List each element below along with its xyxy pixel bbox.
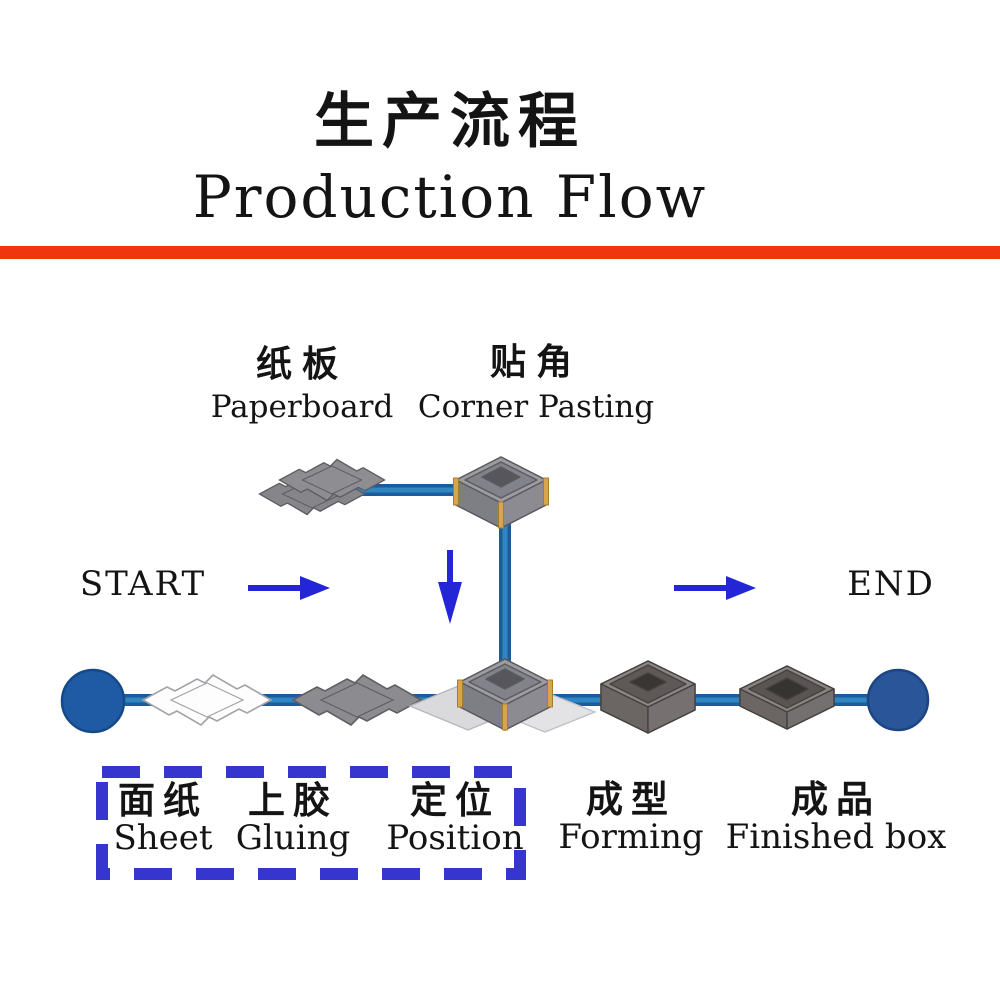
stage-label-corner-pasting-en: Corner Pasting [417, 389, 655, 425]
arrow-down-icon [438, 550, 462, 624]
stage-label-paperboard-en: Paperboard [210, 389, 394, 425]
forming-box-icon [600, 660, 696, 734]
paperboard-flat-icon [258, 458, 386, 516]
end-label: END [847, 564, 935, 604]
gluing-flat-icon [292, 674, 422, 726]
start-label: START [79, 564, 207, 604]
red-divider-rule [0, 246, 1000, 259]
arrow-right-start-icon [248, 576, 330, 600]
stage-label-finished-box-zh: 成品 [791, 777, 881, 821]
stage-label-position-en: Position [386, 818, 524, 858]
stage-label-forming-en: Forming [558, 817, 704, 857]
stage-label-forming-zh: 成型 [586, 777, 676, 821]
stage-label-position-zh: 定位 [410, 778, 500, 822]
stage-label-corner-pasting-zh: 贴角 [489, 341, 582, 383]
stage-label-gluing-zh: 上胶 [248, 778, 338, 822]
corner-pasting-box-icon [452, 456, 550, 529]
page-title-chinese: 生产流程 [314, 87, 586, 157]
sheet-flat-icon [142, 674, 272, 726]
end-node-circle [866, 668, 930, 732]
stage-label-sheet-en: Sheet [113, 818, 213, 858]
start-node-circle [60, 668, 126, 734]
position-box-icon [456, 658, 554, 731]
stage-label-sheet-zh: 面纸 [118, 778, 208, 822]
position-sheets-icon [408, 681, 597, 733]
stage-label-gluing-en: Gluing [235, 818, 351, 858]
stage-label-finished-box-en: Finished box [725, 817, 947, 857]
arrow-right-end-icon [674, 576, 756, 600]
stage-label-paperboard-zh: 纸板 [255, 343, 348, 385]
page-title-english: Production Flow [192, 163, 708, 231]
finished-box-icon [739, 665, 835, 730]
